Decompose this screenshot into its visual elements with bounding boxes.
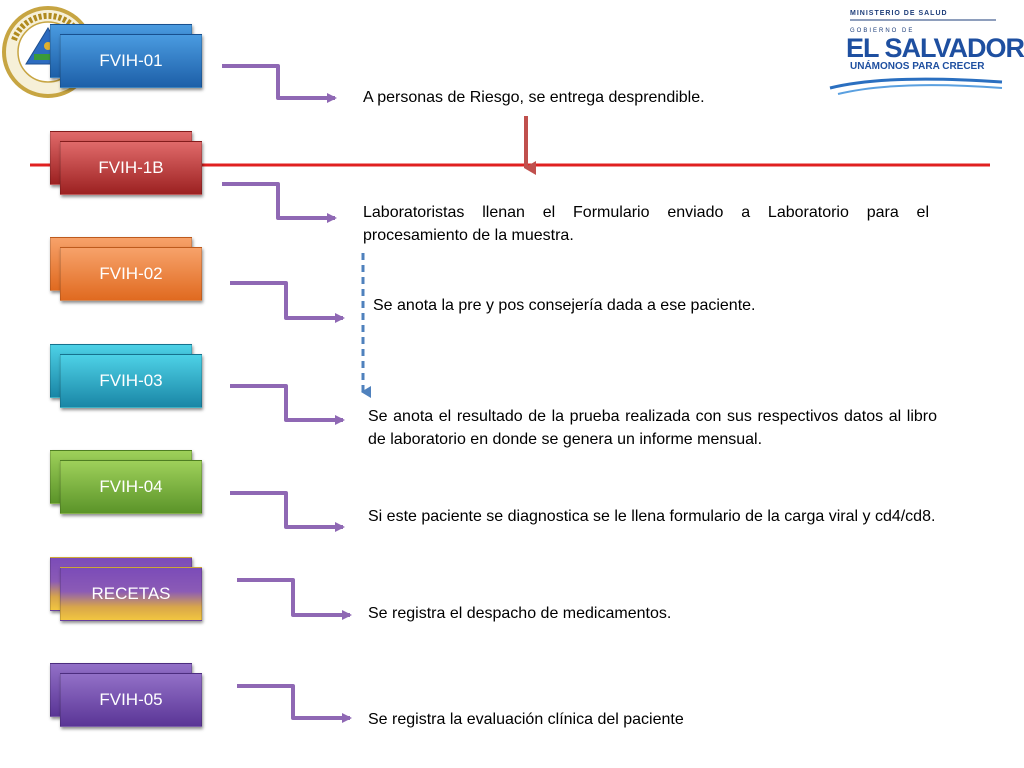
box-label: FVIH-1B xyxy=(60,141,202,195)
box-label: RECETAS xyxy=(60,567,202,621)
description-3: Se anota la pre y pos consejería dada a … xyxy=(373,297,756,314)
box-fvih-03: FVIH-03 xyxy=(50,344,202,408)
description-1: A personas de Riesgo, se entrega despren… xyxy=(363,89,705,106)
box-label: FVIH-02 xyxy=(60,247,202,301)
box-fvih-01: FVIH-01 xyxy=(50,24,202,88)
box-label: FVIH-03 xyxy=(60,354,202,408)
box-fvih-1b: FVIH-1B xyxy=(50,131,202,195)
description-4: Se anota el resultado de la prueba reali… xyxy=(368,408,937,448)
description-7: Se registra la evaluación clínica del pa… xyxy=(368,711,684,728)
box-fvih-04: FVIH-04 xyxy=(50,450,202,514)
description-2: Laboratoristas llenan el Formulario envi… xyxy=(363,204,929,244)
box-label: FVIH-04 xyxy=(60,460,202,514)
description-5: Si este paciente se diagnostica se le ll… xyxy=(368,508,936,525)
gobierno-text: GOBIERNO DE xyxy=(850,28,915,34)
connector-arrow-6 xyxy=(237,578,352,620)
box-recetas: RECETAS xyxy=(50,557,202,621)
connector-arrow-2 xyxy=(222,182,337,223)
connector-arrow-3 xyxy=(230,281,345,323)
connector-arrow-5 xyxy=(230,491,345,532)
box-fvih-02: FVIH-02 xyxy=(50,237,202,301)
connector-arrow-1 xyxy=(222,64,337,103)
connector-arrow-4 xyxy=(230,384,345,425)
ministerio-text: MINISTERIO DE SALUD xyxy=(850,10,948,17)
box-fvih-05: FVIH-05 xyxy=(50,663,202,727)
connector-arrow-7 xyxy=(237,684,352,723)
slogan-text: UNÁMONOS PARA CRECER xyxy=(850,61,985,72)
description-6: Se registra el despacho de medicamentos. xyxy=(368,605,672,622)
ministry-logo xyxy=(826,8,1004,98)
country-text: EL SALVADOR xyxy=(846,33,1024,63)
box-label: FVIH-05 xyxy=(60,673,202,727)
box-label: FVIH-01 xyxy=(60,34,202,88)
